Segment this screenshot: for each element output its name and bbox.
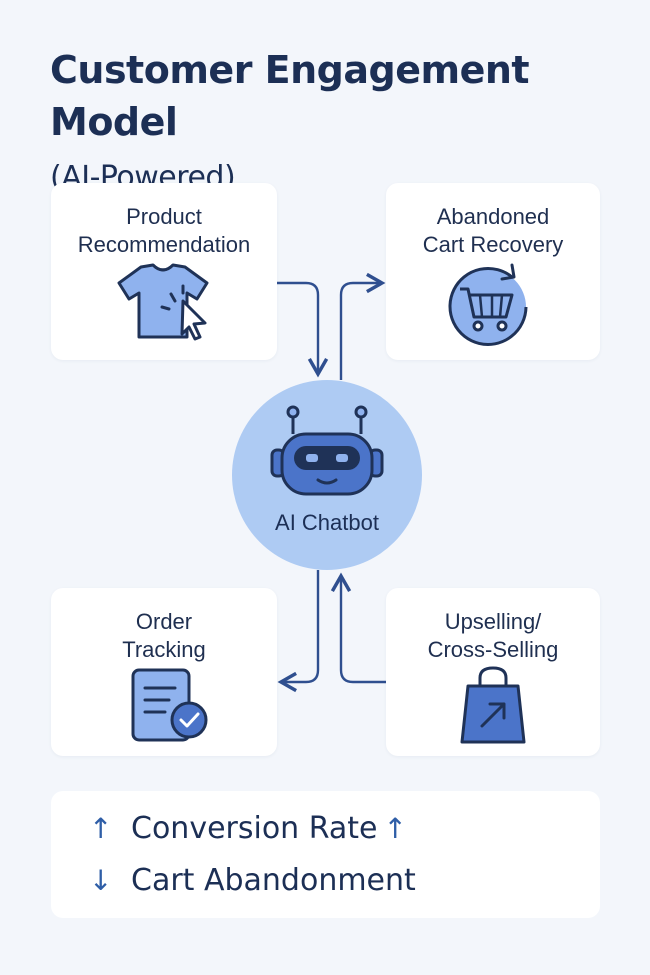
card-order-label: Order Tracking [122, 609, 206, 662]
card-upsell-label: Upselling/ Cross-Selling [427, 609, 559, 662]
card-product-recommendation: Product Recommendation [51, 183, 277, 360]
robot-icon [270, 405, 384, 496]
metrics-panel [51, 791, 600, 918]
card-abandoned-cart-recovery: Abandoned Cart Recovery [386, 183, 600, 360]
hub-ai-chatbot: AI Chatbot [232, 380, 422, 570]
card-upselling-cross-selling: Upselling/ Cross-Selling [386, 588, 600, 756]
up-arrow-icon: ↑ [89, 811, 113, 845]
down-arrow-icon: ↓ [89, 863, 113, 897]
shopping-bag-arrow-icon [460, 666, 526, 744]
tshirt-click-icon [117, 263, 209, 341]
connector-product-to-hub [277, 281, 329, 378]
metric-cart-abandonment: ↓ Cart Abandonment [89, 860, 416, 900]
title-main: Customer Engagement Model [50, 48, 530, 144]
connector-upsell-to-hub [330, 572, 386, 684]
metric-conversion-rate: ↑ Conversion Rate ↑ [89, 808, 407, 848]
up-arrow-icon: ↑ [383, 811, 407, 845]
page-title: Customer Engagement Model (AI-Powered) [50, 44, 610, 204]
connector-hub-to-cart [339, 272, 386, 380]
card-order-tracking: Order Tracking [51, 588, 277, 756]
metric-label: Conversion Rate [131, 810, 378, 846]
connector-hub-to-order [277, 570, 320, 693]
shopping-cart-refresh-icon [448, 263, 528, 346]
card-cart-label: Abandoned Cart Recovery [422, 204, 564, 257]
hub-label: AI Chatbot [275, 510, 379, 535]
card-product-label: Product Recommendation [77, 204, 251, 257]
metric-label: Cart Abandonment [131, 862, 416, 898]
document-check-icon [131, 668, 208, 742]
